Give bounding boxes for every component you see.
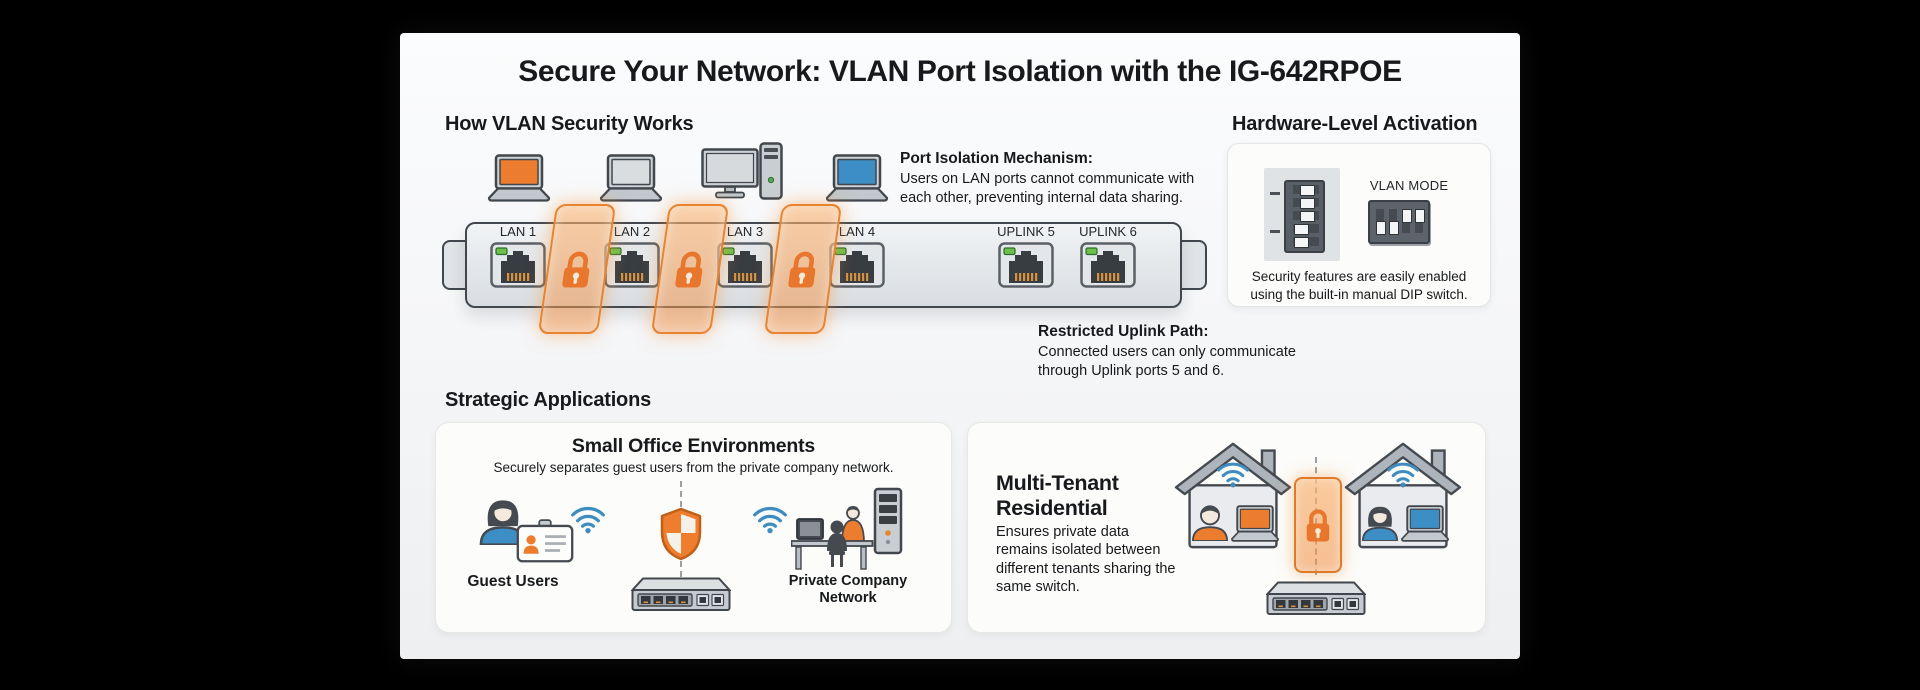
hardware-activation-panel: VLAN MODE Security features are easily e… (1227, 143, 1491, 307)
guest-users-label: Guest Users (467, 573, 559, 590)
port-isolation-callout: Port Isolation Mechanism: Users on LAN p… (900, 150, 1202, 208)
tenant-man-icon (1189, 503, 1231, 541)
lock-icon (1303, 506, 1333, 544)
private-network-team-icon (791, 487, 903, 571)
port-label: LAN 3 (726, 224, 764, 239)
small-office-subtitle: Securely separates guest users from the … (493, 460, 894, 475)
port-label: LAN 2 (613, 224, 651, 239)
hardware-activation-body: Security features are easily enabled usi… (1250, 269, 1468, 302)
tenant-house-left (1173, 439, 1293, 552)
lan-port-2: LAN 2 (600, 224, 664, 288)
ethernet-port-icon (490, 242, 546, 288)
wifi-icon (752, 503, 788, 534)
network-switch-icon (631, 577, 731, 613)
vlan-mode-label: VLAN MODE (1369, 178, 1449, 193)
tenant-house-right (1343, 439, 1463, 552)
multi-tenant-body: Ensures private data remains isolated be… (996, 524, 1176, 596)
uplink-port-6: UPLINK 6 (1076, 224, 1140, 288)
uplink-port-5: UPLINK 5 (994, 224, 1058, 288)
network-switch-icon (1266, 581, 1366, 617)
port-label: UPLINK 6 (1079, 224, 1137, 239)
laptop-gray-icon (599, 154, 663, 202)
ethernet-port-icon (998, 242, 1054, 288)
tick-mark (1270, 230, 1280, 233)
lan-port-3: LAN 3 (713, 224, 777, 288)
id-badge-icon (516, 519, 574, 563)
desktop-monitor-icon (701, 148, 759, 200)
small-office-title: Small Office Environments (571, 435, 816, 457)
lan-port-1: LAN 1 (486, 224, 550, 288)
vertical-dip-switch-icon (1284, 180, 1325, 253)
horizontal-dip-switch-icon (1368, 200, 1430, 244)
laptop-orange-icon (1230, 505, 1280, 542)
page-title: Secure Your Network: VLAN Port Isolation… (518, 55, 1402, 88)
strategic-applications-heading: Strategic Applications (445, 389, 652, 411)
tenant-woman-icon (1359, 503, 1401, 541)
small-office-card: Small Office Environments Securely separ… (435, 422, 952, 633)
restricted-uplink-body: Connected users can only communicate thr… (1038, 344, 1296, 379)
wifi-icon (570, 503, 606, 534)
laptop-orange-icon (487, 154, 551, 202)
lock-icon (783, 248, 823, 290)
port-label: LAN 1 (499, 224, 537, 239)
ethernet-port-icon (1080, 242, 1136, 288)
restricted-uplink-callout: Restricted Uplink Path: Connected users … (1038, 323, 1306, 381)
private-network-label: Private Company Network (788, 573, 908, 606)
multi-tenant-title: Multi-Tenant Residential (996, 471, 1119, 520)
how-vlan-heading: How VLAN Security Works (445, 113, 694, 135)
tick-mark (1270, 192, 1280, 195)
ethernet-port-icon (604, 242, 660, 288)
ethernet-port-icon (717, 242, 773, 288)
wifi-icon (1216, 459, 1250, 488)
port-isolation-title: Port Isolation Mechanism: (900, 150, 1093, 167)
security-shield-icon (658, 507, 704, 561)
lock-icon (557, 248, 597, 290)
restricted-uplink-title: Restricted Uplink Path: (1038, 323, 1209, 340)
port-label: UPLINK 5 (997, 224, 1055, 239)
isolation-lock-panel (1294, 477, 1342, 573)
multi-tenant-card: Multi-Tenant Residential Ensures private… (967, 422, 1486, 633)
port-isolation-body: Users on LAN ports cannot communicate wi… (900, 171, 1195, 206)
wifi-icon (1386, 459, 1420, 488)
dip-switch-photo (1264, 168, 1340, 261)
infographic-card: Secure Your Network: VLAN Port Isolation… (400, 33, 1520, 659)
laptop-blue-icon (825, 154, 889, 202)
pc-tower-icon (759, 142, 783, 200)
lan-port-4: LAN 4 (825, 224, 889, 288)
ethernet-port-icon (829, 242, 885, 288)
lock-icon (670, 248, 710, 290)
port-label: LAN 4 (838, 224, 876, 239)
hardware-activation-heading: Hardware-Level Activation (1232, 113, 1478, 135)
laptop-blue-icon (1400, 505, 1450, 542)
